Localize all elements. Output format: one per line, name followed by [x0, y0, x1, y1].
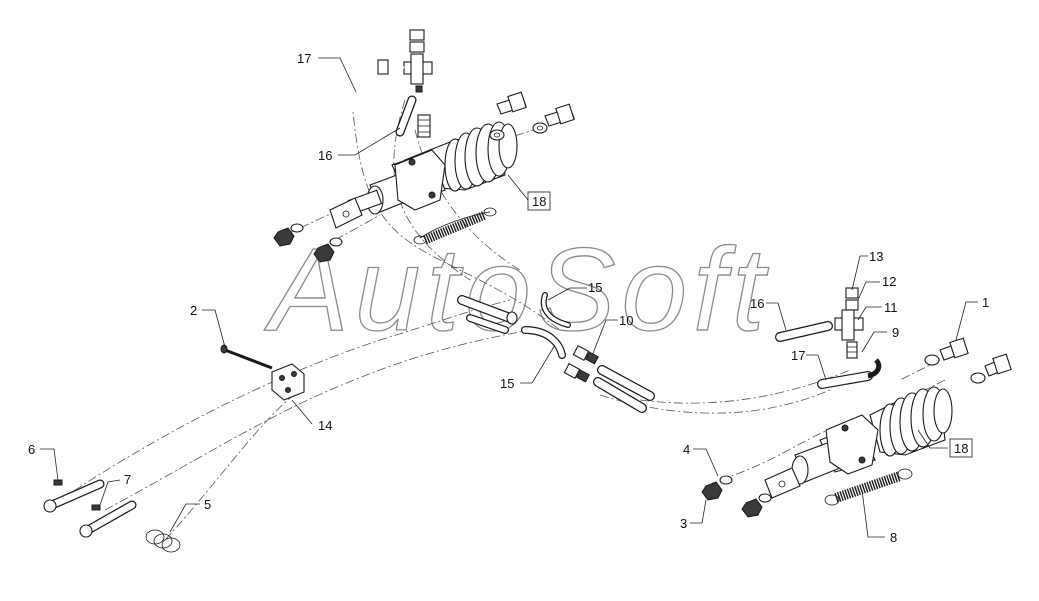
callout-17-lower: 17	[791, 348, 805, 363]
upper-flange	[394, 149, 446, 211]
upper-bolts	[489, 91, 575, 141]
bolt-6	[43, 479, 105, 513]
upper-hose-17	[347, 59, 405, 113]
lower-bolts	[924, 337, 1012, 384]
lower-bellows	[869, 386, 953, 457]
watermark: AutoSoft	[264, 224, 771, 356]
lower-nuts-washers	[701, 475, 772, 518]
callout-1: 1	[982, 295, 989, 310]
upper-bellows	[429, 121, 518, 192]
lower-hose-16	[775, 321, 833, 342]
callout-18-upper: 18	[532, 194, 546, 209]
callout-5: 5	[204, 497, 211, 512]
long-bolt-2	[220, 344, 273, 370]
upper-cylinder-assembly	[273, 29, 575, 263]
callout-7: 7	[124, 472, 131, 487]
lower-hose-17	[817, 358, 882, 389]
center-fittings	[563, 345, 599, 383]
callout-14: 14	[318, 418, 332, 433]
lower-flange	[825, 414, 879, 475]
lower-spring-8	[824, 468, 913, 506]
upper-tee-fittings	[403, 29, 433, 138]
upper-nuts-washers	[273, 223, 343, 263]
callout-10: 10	[619, 313, 633, 328]
callout-16-lower: 16	[750, 296, 764, 311]
callout-2: 2	[190, 303, 197, 318]
lower-tee-fittings	[834, 287, 864, 359]
upper-spring	[413, 207, 497, 245]
callout-3: 3	[680, 516, 687, 531]
lower-cylinder-assembly	[701, 287, 1012, 518]
upper-hose-16	[395, 95, 417, 137]
callout-18-lower: 18	[954, 441, 968, 456]
callout-18-lower-box	[949, 438, 973, 458]
callout-15-upper: 15	[588, 280, 602, 295]
callout-13: 13	[869, 249, 883, 264]
callout-16-upper: 16	[318, 148, 332, 163]
callout-12: 12	[882, 274, 896, 289]
clamp-block-14	[271, 363, 305, 401]
callout-11: 11	[884, 300, 898, 315]
callout-9: 9	[892, 325, 899, 340]
callout-leaders	[40, 57, 978, 538]
callout-17-upper: 17	[297, 51, 311, 66]
center-hoses	[457, 292, 655, 413]
callout-18-upper-box	[527, 191, 551, 211]
bolt-7	[79, 500, 137, 538]
callout-labels: 17 16 18 2 14 6 7 5 15 10 15 13 12 11 9 …	[28, 51, 989, 545]
callout-4: 4	[683, 442, 690, 457]
callout-8: 8	[890, 530, 897, 545]
callout-15-lower: 15	[500, 376, 514, 391]
callout-6: 6	[28, 442, 35, 457]
clip-rings-5	[145, 529, 181, 553]
